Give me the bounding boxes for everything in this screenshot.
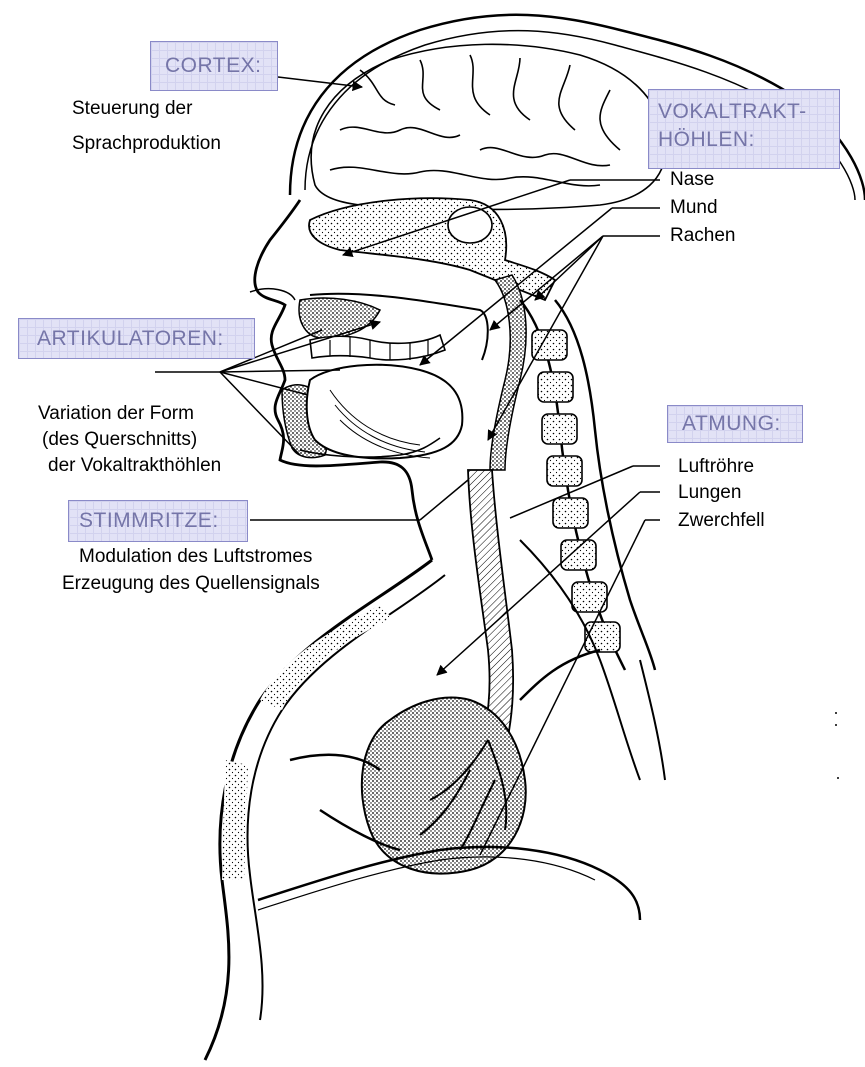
artikulatoren-desc-1: Variation der Form [38,402,194,425]
atmung-box: ATMUNG: [667,405,803,443]
vokaltrakt-box: VOKALTRAKT- HÖHLEN: [648,89,840,169]
cortex-desc-1: Steuerung der [72,97,192,120]
cortex-heading: CORTEX: [165,54,261,78]
vokaltrakt-item-mund: Mund [670,196,718,219]
artikulatoren-desc-3: der Vokaltrakthöhlen [48,454,221,477]
vokaltrakt-item-rachen: Rachen [670,224,736,247]
atmung-item-zwerchfell: Zwerchfell [678,509,765,532]
artikulatoren-heading: ARTIKULATOREN: [37,327,224,351]
artikulatoren-desc-2: (des Querschnitts) [42,428,197,451]
atmung-item-luftroehre: Luftröhre [678,455,754,478]
brain-icon [311,44,665,209]
tongue [307,365,463,459]
cortex-box: CORTEX: [150,41,278,91]
vokaltrakt-heading-2: HÖHLEN: [658,128,755,152]
stimmritze-desc-2: Erzeugung des Quellensignals [62,572,320,595]
vokaltrakt-item-nase: Nase [670,168,714,191]
atmung-item-lungen: Lungen [678,481,741,504]
atmung-heading: ATMUNG: [682,412,781,436]
stimmritze-box: STIMMRITZE: [68,500,248,542]
artikulatoren-box: ARTIKULATOREN: [18,318,255,359]
stimmritze-heading: STIMMRITZE: [79,509,219,533]
cortex-desc-2: Sprachproduktion [72,132,221,155]
vokaltrakt-heading-1: VOKALTRAKT- [658,100,807,124]
stimmritze-desc-1: Modulation des Luftstromes [79,545,312,568]
